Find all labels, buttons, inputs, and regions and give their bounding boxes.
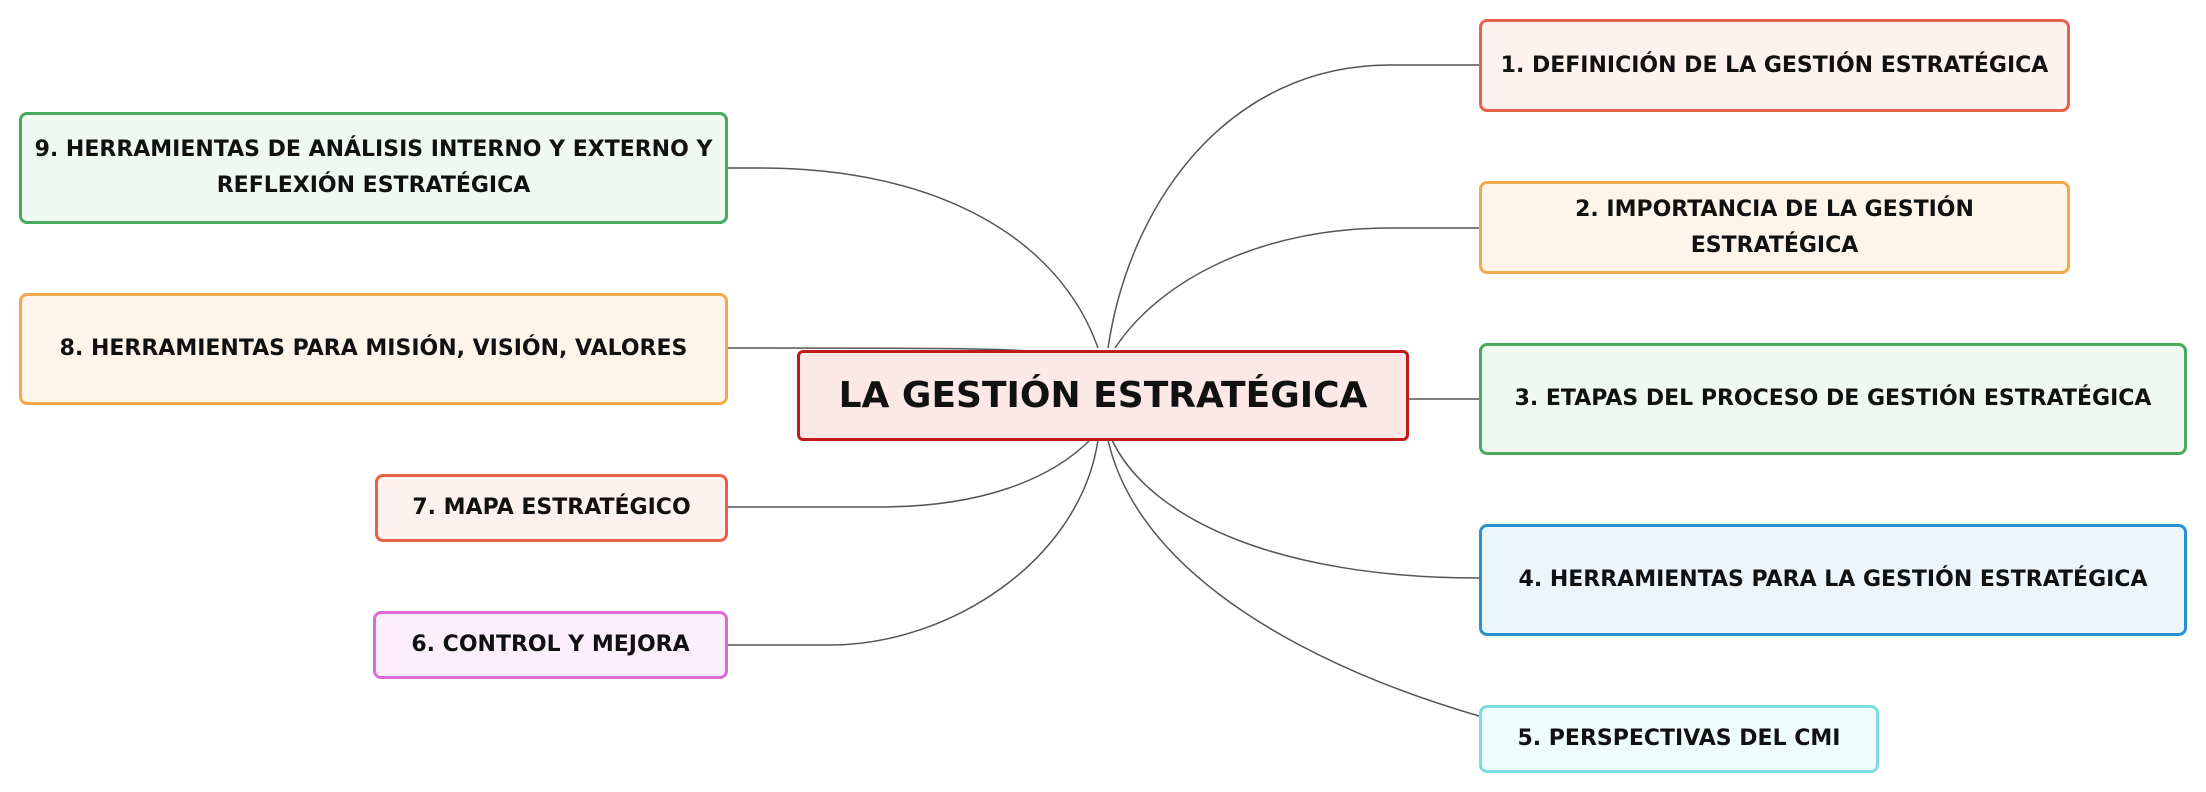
- branch-4-node[interactable]: 4. HERRAMIENTAS PARA LA GESTIÓN ESTRATÉG…: [1479, 524, 2187, 636]
- connector-4: [1111, 439, 1480, 579]
- central-topic[interactable]: LA GESTIÓN ESTRATÉGICA: [797, 350, 1409, 441]
- branch-1-label: 1. DEFINICIÓN DE LA GESTIÓN ESTRATÉGICA: [1500, 52, 2049, 78]
- branch-9-label: 9. HERRAMIENTAS DE ANÁLISIS INTERNO Y EX…: [34, 137, 713, 198]
- branch-5-label: 5. PERSPECTIVAS DEL CMI: [1517, 726, 1841, 751]
- branch-2-label: 2. IMPORTANCIA DE LA GESTIÓN ESTRATÉGICA: [1575, 196, 1974, 258]
- branch-1-node[interactable]: 1. DEFINICIÓN DE LA GESTIÓN ESTRATÉGICA: [1479, 19, 2070, 112]
- connector-9: [728, 167, 1099, 349]
- branch-3-node[interactable]: 3. ETAPAS DEL PROCESO DE GESTIÓN ESTRATÉ…: [1479, 343, 2187, 455]
- branch-6-label: 6. CONTROL Y MEJORA: [411, 632, 690, 657]
- branch-7-node[interactable]: 7. MAPA ESTRATÉGICO: [375, 474, 728, 542]
- connector-1: [1107, 64, 1479, 349]
- branch-8-node[interactable]: 8. HERRAMIENTAS PARA MISIÓN, VISIÓN, VAL…: [19, 293, 728, 405]
- connector-5: [1107, 439, 1480, 717]
- central-topic-label: LA GESTIÓN ESTRATÉGICA: [838, 374, 1368, 416]
- branch-2-node[interactable]: 2. IMPORTANCIA DE LA GESTIÓN ESTRATÉGICA: [1479, 181, 2070, 274]
- branch-8-label: 8. HERRAMIENTAS PARA MISIÓN, VISIÓN, VAL…: [59, 336, 688, 361]
- branch-7-label: 7. MAPA ESTRATÉGICO: [412, 495, 691, 520]
- branch-5-node[interactable]: 5. PERSPECTIVAS DEL CMI: [1479, 705, 1879, 773]
- connector-7: [728, 439, 1091, 508]
- branch-4-label: 4. HERRAMIENTAS PARA LA GESTIÓN ESTRATÉG…: [1518, 567, 2148, 592]
- branch-9-node[interactable]: 9. HERRAMIENTAS DE ANÁLISIS INTERNO Y EX…: [19, 112, 728, 224]
- connector-6: [728, 439, 1099, 646]
- connector-2: [1114, 227, 1479, 349]
- branch-3-label: 3. ETAPAS DEL PROCESO DE GESTIÓN ESTRATÉ…: [1514, 386, 2152, 411]
- branch-6-node[interactable]: 6. CONTROL Y MEJORA: [373, 611, 728, 679]
